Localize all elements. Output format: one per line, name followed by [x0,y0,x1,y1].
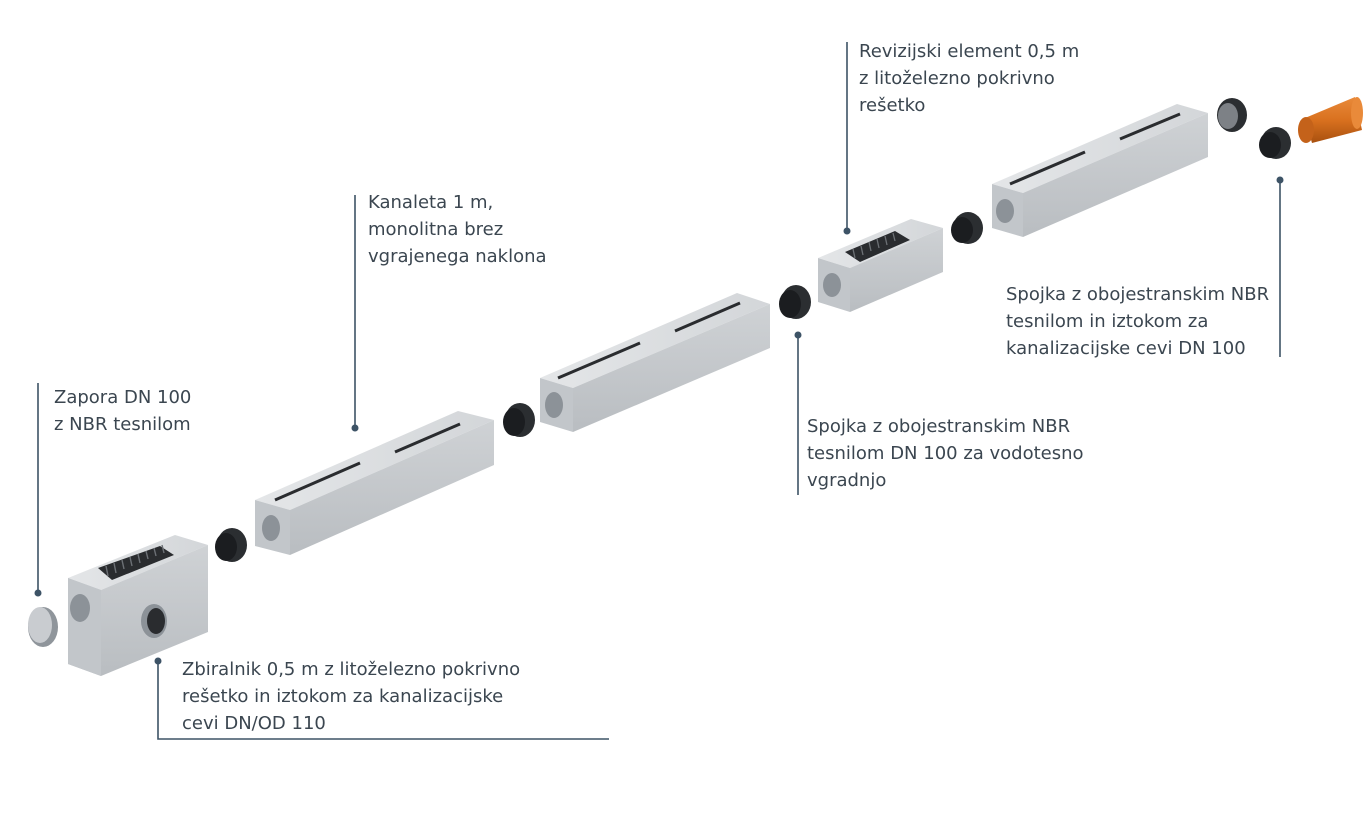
grate-icon [845,231,910,262]
seal-icon [215,528,247,562]
label-line: Kanaleta 1 m, [368,192,494,213]
label-revizijski: Revizijski element 0,5 m z litoželezno p… [859,38,1079,119]
grate-icon [98,544,174,580]
label-kanaleta: Kanaleta 1 m, monolitna brez vgrajenega … [368,189,547,270]
label-line: Revizijski element 0,5 m [859,41,1080,62]
channel-kanaleta-3 [992,104,1208,237]
label-zbiralnik: Zbiralnik 0,5 m z litoželezno pokrivno r… [182,656,520,737]
label-line: rešetko [859,95,926,116]
label-spojka-vodotesno: Spojka z obojestranskim NBR tesnilom DN … [807,413,1084,494]
end-cap-zapora [28,607,58,647]
label-line: vgrajenega naklona [368,246,547,267]
label-line: vgradnjo [807,470,887,491]
channel-kanaleta-2 [540,293,770,432]
seal-icon [779,285,811,319]
label-spojka-iztok: Spojka z obojestranskim NBR tesnilom in … [1006,281,1269,362]
label-line: cevi DN/OD 110 [182,713,326,734]
leader-zbiralnik [157,661,609,740]
label-line: z litoželezno pokrivno [859,68,1055,89]
label-line: Zbiralnik 0,5 m z litoželezno pokrivno [182,659,521,680]
label-line: tesnilom DN 100 za vodotesno [807,443,1084,464]
channel-kanaleta-1 [255,411,494,555]
seal-icon [503,403,535,437]
label-line: kanalizacijske cevi DN 100 [1006,338,1246,359]
collector-zbiralnik [68,535,208,676]
label-line: z NBR tesnilom [54,414,191,435]
label-line: Spojka z obojestranskim NBR [807,416,1071,437]
pvc-pipe [1298,97,1363,143]
label-line: monolitna brez [368,219,504,240]
label-zapora: Zapora DN 100 z NBR tesnilom [54,384,191,438]
label-line: Spojka z obojestranskim NBR [1006,284,1270,305]
leader-lines [34,42,1284,740]
seal-icon [1259,127,1291,159]
label-line: rešetko in iztokom za kanalizacijske [182,686,504,707]
label-line: Zapora DN 100 [54,387,192,408]
revision-element [818,219,943,312]
outlet-seal-icon [1217,98,1247,132]
seal-icon [951,212,983,244]
label-line: tesnilom in iztokom za [1006,311,1209,332]
